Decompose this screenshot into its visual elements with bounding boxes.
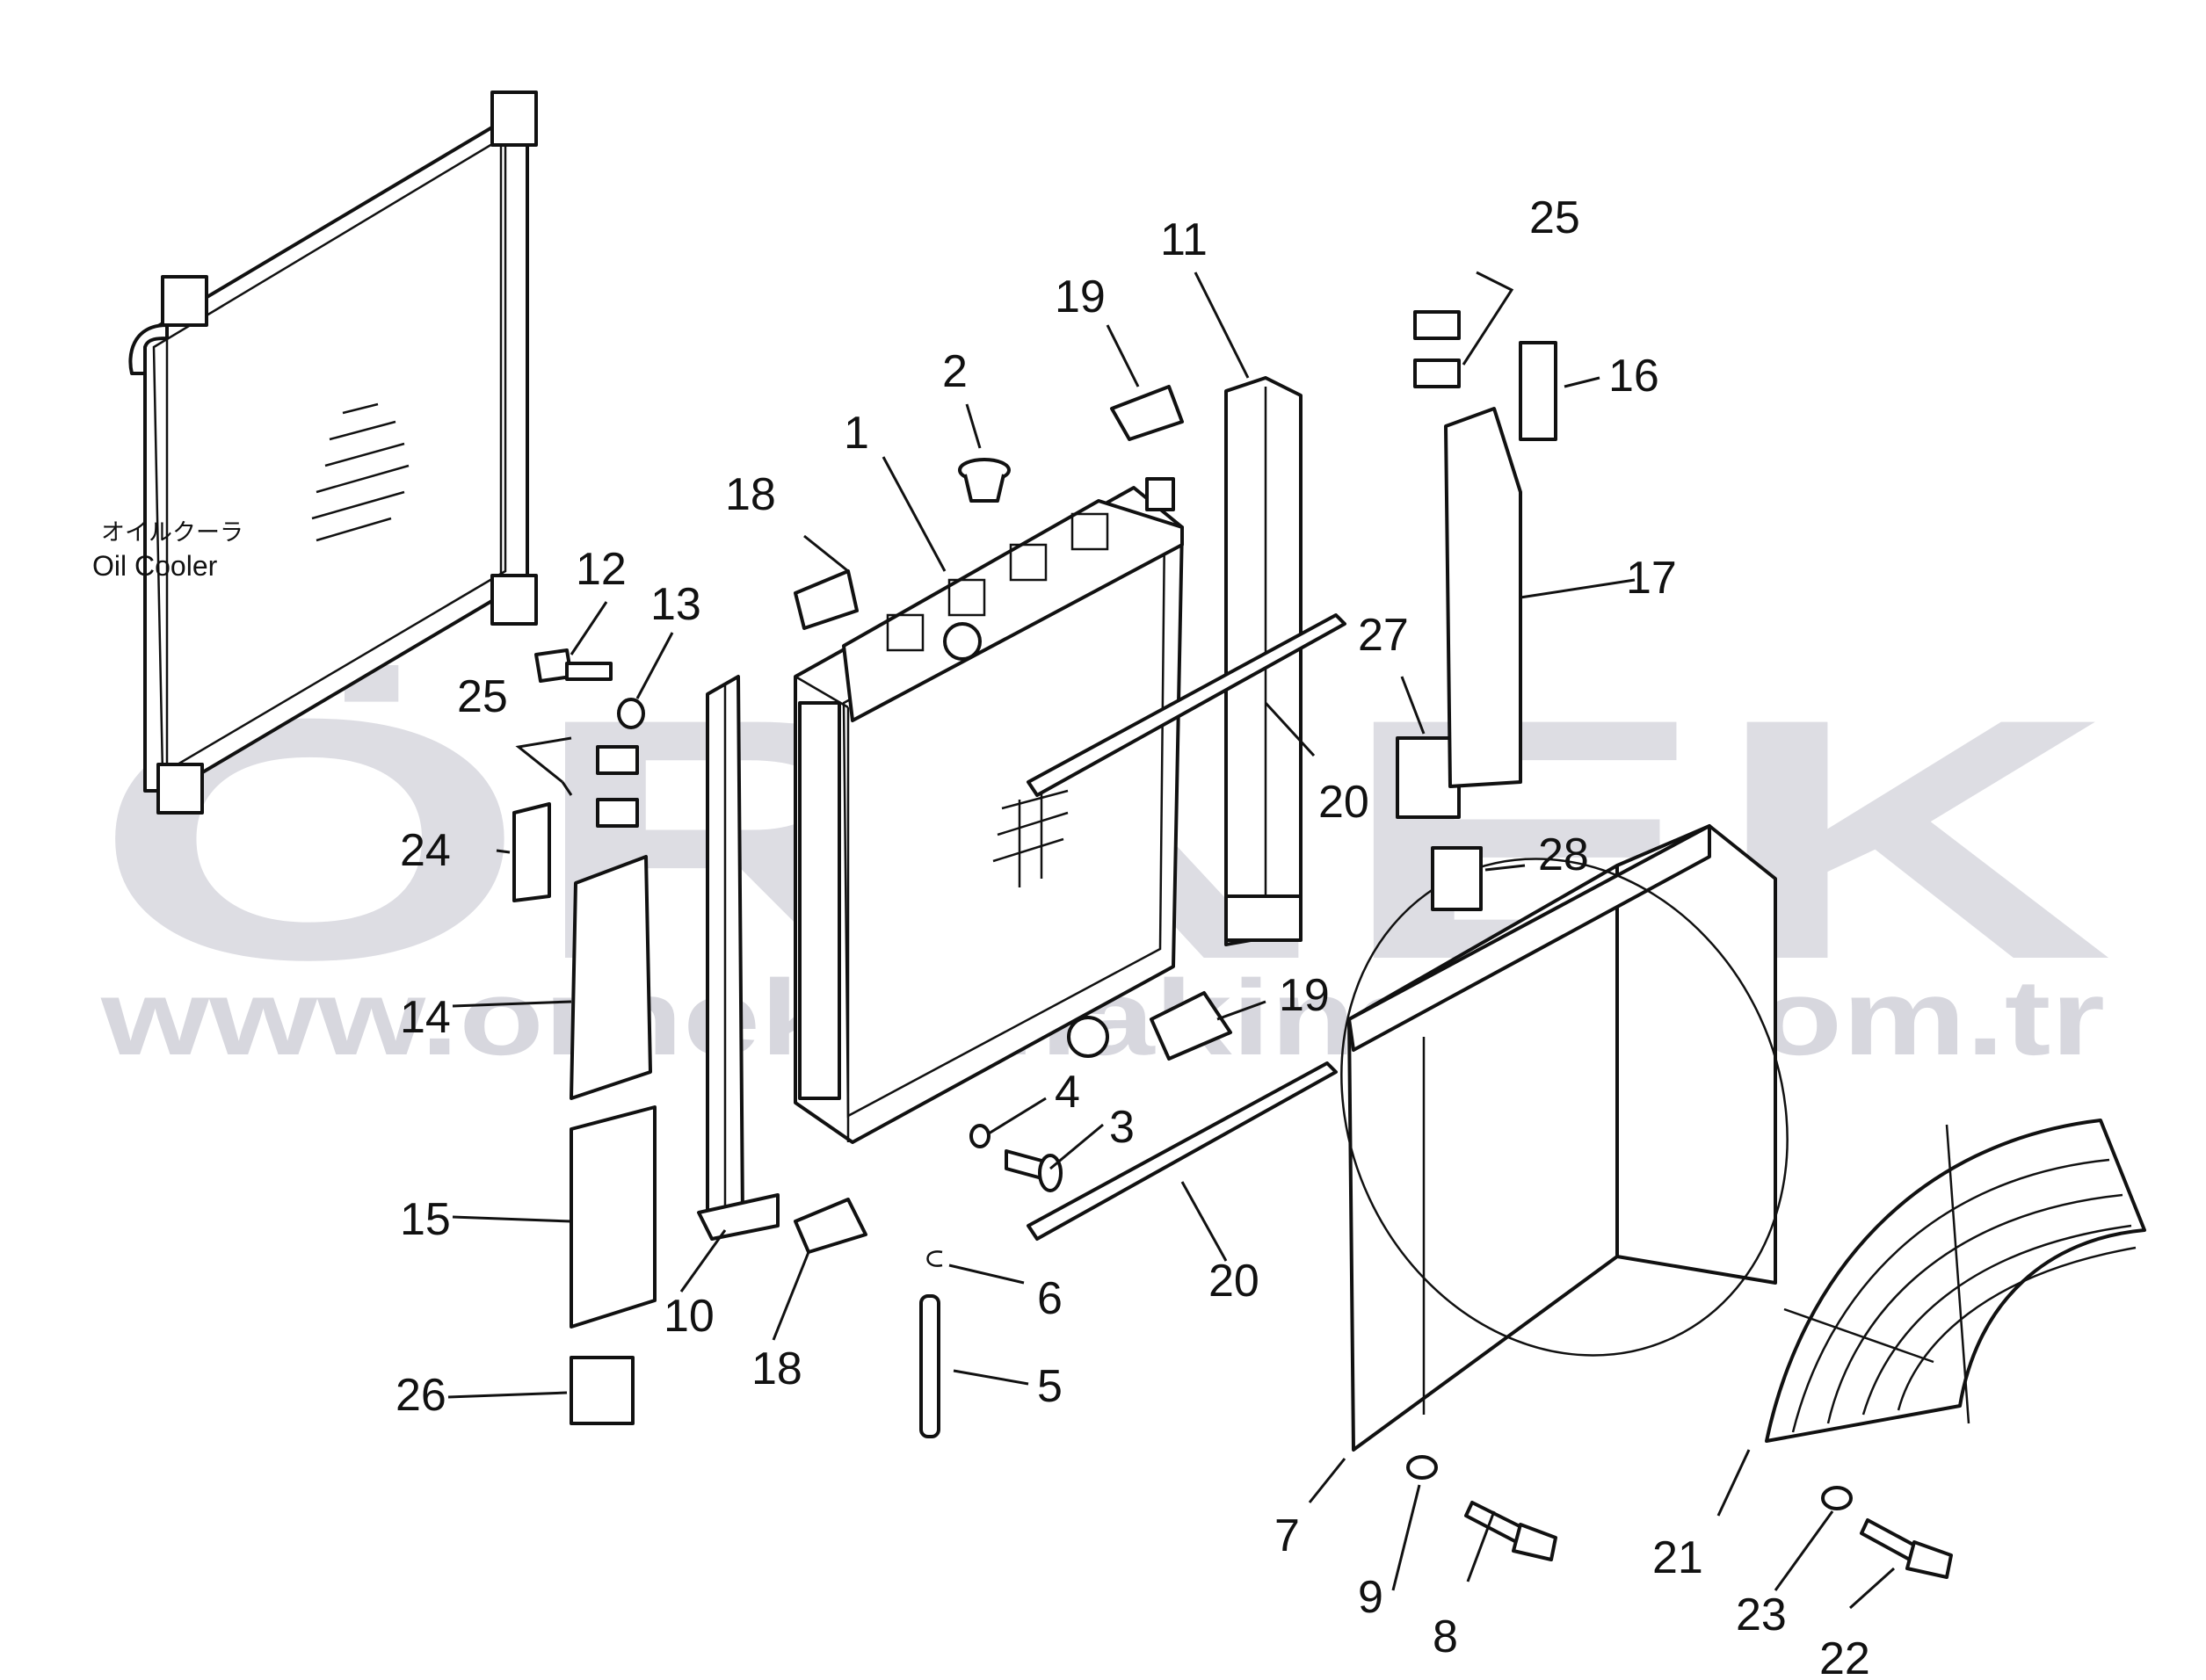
oil-cooler-label-jp: オイルクーラ <box>101 519 243 547</box>
seal-pieces <box>570 407 1522 1329</box>
callout-2: 2 <box>942 346 968 397</box>
callout-18b: 18 <box>751 1343 802 1394</box>
washer-9 <box>1406 1455 1438 1480</box>
fan-guard <box>1765 1119 2146 1443</box>
bolt-12 <box>534 648 613 683</box>
drain-valve <box>1005 1149 1063 1192</box>
tie-rod-upper <box>1027 613 1346 797</box>
clamp <box>926 1250 943 1267</box>
side-support-10 <box>697 675 780 1241</box>
callout-22: 22 <box>1819 1633 1870 1680</box>
callout-25a: 25 <box>457 671 508 722</box>
callout-19a: 19 <box>1055 272 1106 322</box>
bolt-8 <box>1464 1501 1557 1561</box>
callout-16: 16 <box>1608 351 1659 402</box>
callout-25b: 25 <box>1529 192 1580 243</box>
callout-20a: 20 <box>1318 777 1369 828</box>
oil-cooler-label-en: Oil Cooler <box>92 550 218 582</box>
washer-13 <box>617 698 645 729</box>
callout-7: 7 <box>1274 1510 1300 1561</box>
callout-8: 8 <box>1433 1611 1458 1662</box>
small-blocks <box>512 310 1557 1425</box>
callout-17: 17 <box>1626 553 1677 604</box>
callout-20b: 20 <box>1208 1256 1259 1307</box>
oil-cooler: オイルクーラ Oil Cooler <box>92 91 538 815</box>
callout-labels: 1 2 3 4 5 6 7 8 9 10 11 12 13 14 15 16 1… <box>395 192 1870 1680</box>
callout-11: 11 <box>1160 214 1208 265</box>
callout-27: 27 <box>1358 610 1409 661</box>
callout-13: 13 <box>650 579 701 630</box>
radiator-core <box>794 477 1184 1144</box>
washer-4 <box>969 1124 991 1148</box>
callout-28: 28 <box>1538 829 1589 880</box>
drain-pipe <box>919 1294 940 1438</box>
callout-6: 6 <box>1037 1273 1063 1324</box>
callout-14: 14 <box>400 992 451 1043</box>
radiator-cap <box>958 458 1011 503</box>
callout-15: 15 <box>400 1194 451 1245</box>
callout-21: 21 <box>1652 1532 1703 1583</box>
leader-lines <box>447 271 1896 1610</box>
callout-1: 1 <box>844 408 869 459</box>
callout-12: 12 <box>576 544 627 595</box>
callout-10: 10 <box>664 1291 715 1342</box>
callout-5: 5 <box>1037 1361 1063 1412</box>
callout-24: 24 <box>400 825 451 876</box>
callout-23: 23 <box>1736 1589 1787 1640</box>
callout-26: 26 <box>395 1370 446 1421</box>
fan-shroud <box>1340 824 1789 1452</box>
tie-rod-lower <box>1027 1061 1338 1241</box>
callout-18a: 18 <box>725 469 776 520</box>
callout-9: 9 <box>1358 1572 1383 1623</box>
washer-23 <box>1821 1486 1853 1510</box>
callout-19b: 19 <box>1279 970 1330 1021</box>
callout-4: 4 <box>1055 1067 1080 1118</box>
bolt-22 <box>1860 1518 1953 1579</box>
callout-3: 3 <box>1109 1102 1135 1153</box>
